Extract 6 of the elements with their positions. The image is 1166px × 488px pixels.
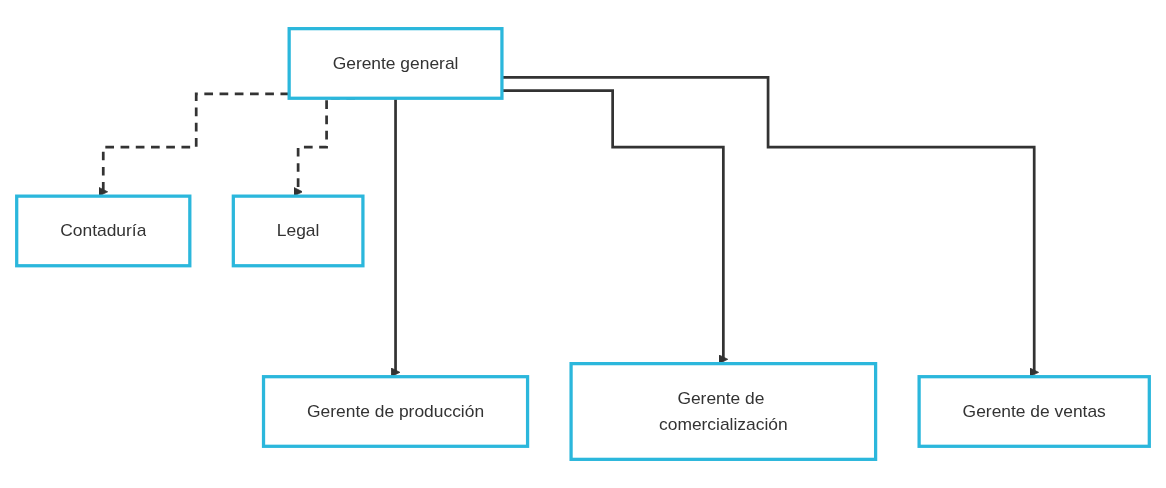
node-box: Contaduría bbox=[15, 194, 192, 268]
node-box: Legal bbox=[231, 194, 365, 268]
node-box: Gerente de comercialización bbox=[569, 362, 878, 461]
node-box: Gerente de producción bbox=[261, 375, 530, 448]
node-box: Gerente de ventas bbox=[917, 375, 1151, 448]
node-box: Gerente general bbox=[287, 27, 504, 100]
